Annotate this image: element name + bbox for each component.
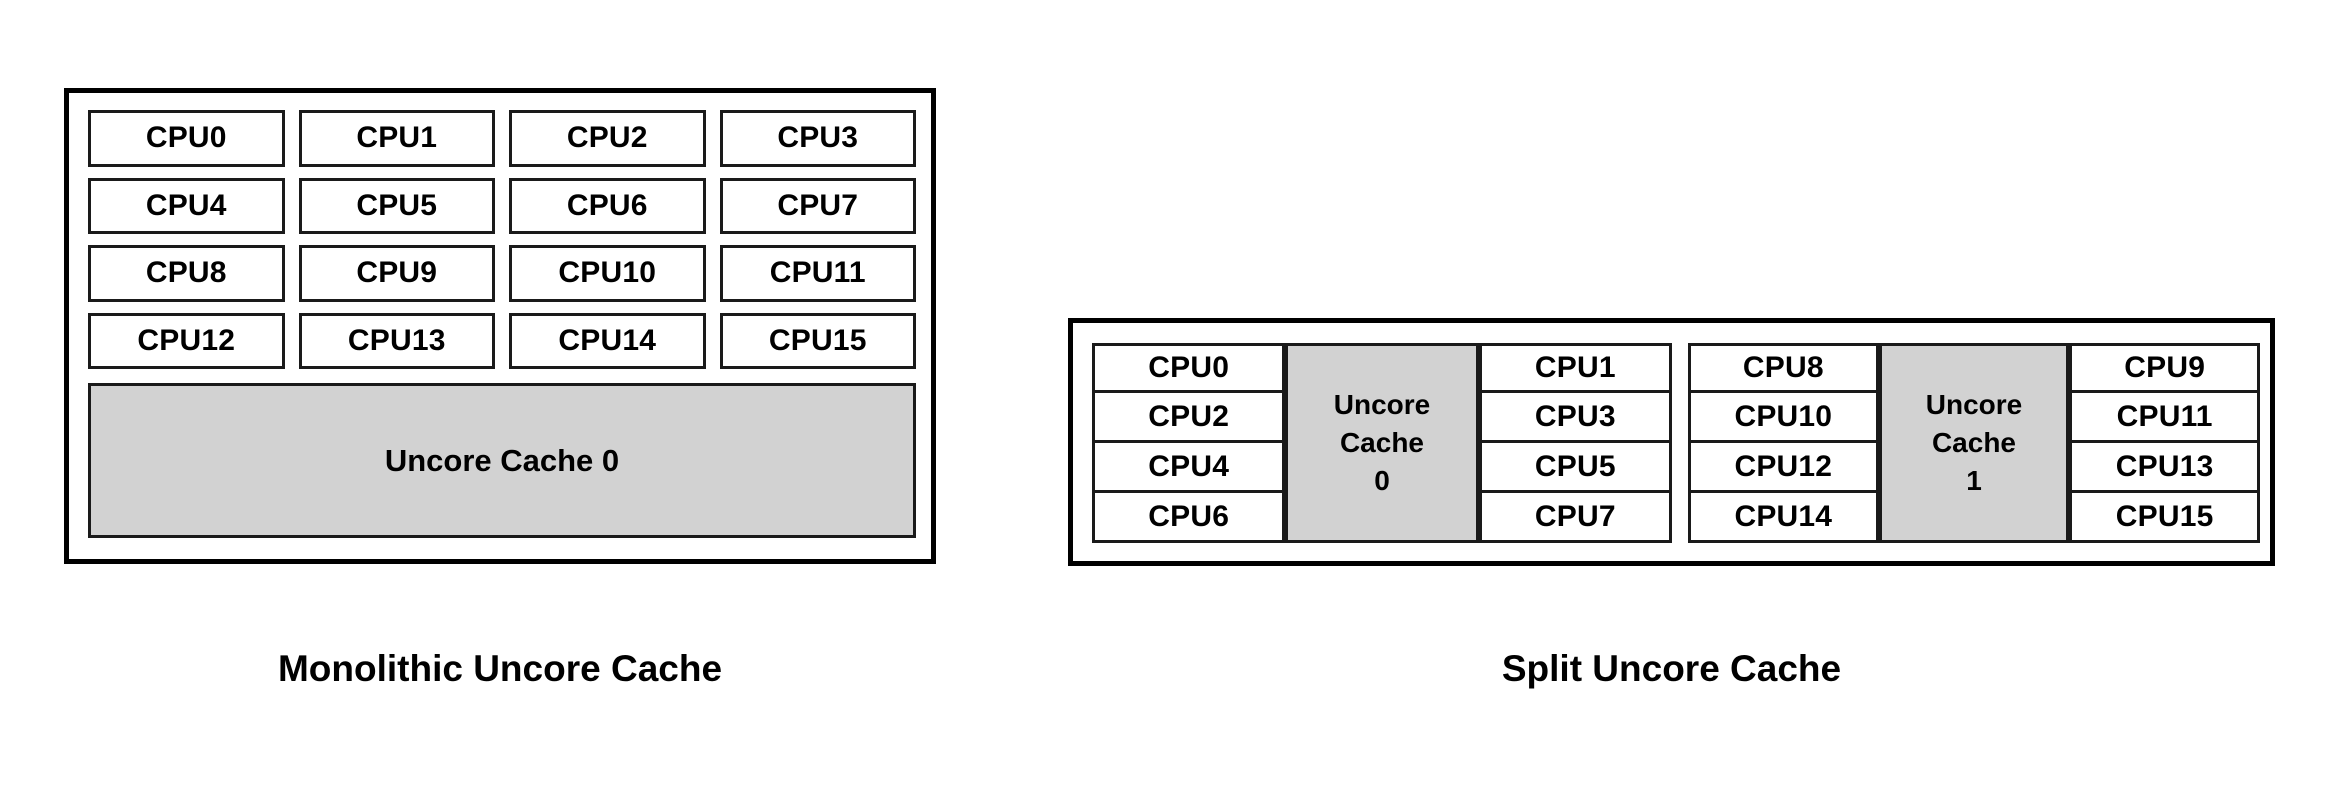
- cpu-box[interactable]: CPU15: [719, 312, 916, 369]
- split-package-outline: CPU0 CPU2 CPU4 CPU6 Uncore Cache 0 CPU1 …: [1068, 318, 2275, 566]
- monolithic-cpu-grid: CPU0 CPU1 CPU2 CPU3 CPU4 CPU5 CPU6 CPU7 …: [88, 110, 916, 369]
- cpu-box[interactable]: CPU12: [1688, 440, 1879, 493]
- cpu-box[interactable]: CPU7: [1478, 490, 1672, 543]
- cpu-box[interactable]: CPU9: [298, 245, 495, 302]
- cpu-box[interactable]: CPU1: [1478, 343, 1672, 393]
- cpu-box[interactable]: CPU8: [1688, 343, 1879, 393]
- uncore-cache-box[interactable]: Uncore Cache 0: [88, 383, 916, 538]
- monolithic-caption: Monolithic Uncore Cache: [277, 648, 723, 689]
- cpu-box[interactable]: CPU0: [1092, 343, 1286, 393]
- split-cache-group: CPU0 CPU2 CPU4 CPU6 Uncore Cache 0 CPU1 …: [1092, 343, 1672, 543]
- split-caption: Split Uncore Cache: [1501, 648, 1842, 689]
- cpu-box[interactable]: CPU6: [509, 177, 706, 234]
- monolithic-package-outline: CPU0 CPU1 CPU2 CPU3 CPU4 CPU5 CPU6 CPU7 …: [64, 88, 936, 564]
- cpu-box[interactable]: CPU14: [1688, 490, 1879, 543]
- cpu-box[interactable]: CPU10: [509, 245, 706, 302]
- cpu-box[interactable]: CPU0: [88, 110, 285, 167]
- cpu-box[interactable]: CPU7: [719, 177, 916, 234]
- cpu-box[interactable]: CPU2: [1092, 390, 1286, 443]
- cpu-box[interactable]: CPU3: [719, 110, 916, 167]
- cpu-box[interactable]: CPU8: [88, 245, 285, 302]
- cpu-box[interactable]: CPU2: [509, 110, 706, 167]
- cpu-box[interactable]: CPU4: [88, 177, 285, 234]
- cpu-box[interactable]: CPU5: [298, 177, 495, 234]
- cpu-box[interactable]: CPU9: [2069, 343, 2260, 393]
- cpu-box[interactable]: CPU12: [88, 312, 285, 369]
- cpu-box[interactable]: CPU6: [1092, 490, 1286, 543]
- split-cache-group: CPU8 CPU10 CPU12 CPU14 Uncore Cache 1 CP…: [1688, 343, 2260, 543]
- cpu-box[interactable]: CPU3: [1478, 390, 1672, 443]
- cpu-box[interactable]: CPU15: [2069, 490, 2260, 543]
- cpu-box[interactable]: CPU1: [298, 110, 495, 167]
- uncore-cache-box[interactable]: Uncore Cache 0: [1285, 343, 1479, 543]
- cpu-box[interactable]: CPU11: [2069, 390, 2260, 443]
- cpu-box[interactable]: CPU10: [1688, 390, 1879, 443]
- uncore-cache-box[interactable]: Uncore Cache 1: [1878, 343, 2070, 543]
- cpu-box[interactable]: CPU13: [2069, 440, 2260, 493]
- cpu-box[interactable]: CPU4: [1092, 440, 1286, 493]
- cpu-box[interactable]: CPU13: [298, 312, 495, 369]
- cpu-box[interactable]: CPU14: [509, 312, 706, 369]
- cpu-box[interactable]: CPU11: [719, 245, 916, 302]
- cpu-box[interactable]: CPU5: [1478, 440, 1672, 493]
